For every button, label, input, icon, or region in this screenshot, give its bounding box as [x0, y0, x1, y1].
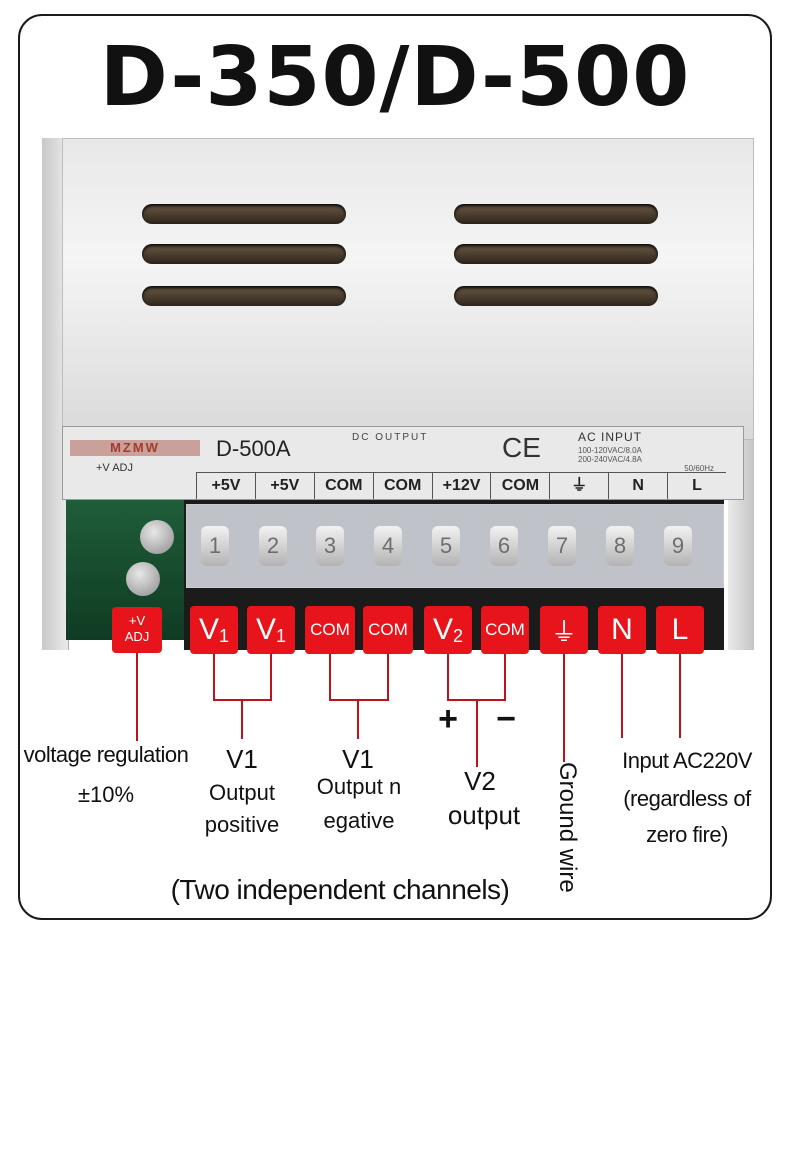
vent-slot: [142, 286, 346, 306]
tag-letter: V: [432, 613, 453, 646]
live-tag: L: [656, 606, 704, 654]
v2-title: V2: [464, 766, 496, 796]
ground-wire-label: Ground wire: [554, 762, 581, 893]
terminal-label: L: [667, 473, 726, 499]
v2-com-tag: COM: [481, 606, 529, 654]
ce-mark-icon: CE: [502, 432, 541, 463]
terminal-label: COM: [490, 473, 549, 499]
product-title: D-350/D-500: [99, 30, 691, 125]
ground-tag-icon: ⏚: [540, 606, 588, 654]
connector-line: [621, 654, 623, 738]
terminal-label: +5V: [254, 473, 314, 499]
tag-letter: V: [198, 613, 219, 646]
terminal-screw: 2: [259, 526, 287, 566]
channels-note: (Two independent channels): [170, 874, 510, 905]
plus-sign: +: [438, 700, 458, 738]
minus-sign: −: [496, 700, 516, 738]
connector-line: [679, 654, 681, 738]
v1-positive-line1: Output: [208, 780, 276, 805]
terminal-screw: 1: [201, 526, 229, 566]
brand-label: MZMW: [70, 440, 200, 456]
v1-com-tag-2: COM: [363, 606, 413, 654]
terminal-screw: 5: [432, 526, 460, 566]
terminal-screw: 7: [548, 526, 576, 566]
terminal-label: +5V: [196, 473, 255, 499]
connector-line: [270, 654, 272, 700]
capacitor-icon: [140, 520, 174, 554]
terminal-label: COM: [372, 473, 432, 499]
terminal-screw: 6: [490, 526, 518, 566]
voltage-regulation-label: voltage regulation: [23, 742, 189, 767]
v1-negative-line1: Output n: [316, 774, 402, 799]
terminal-screw: 9: [664, 526, 692, 566]
tag-letter: V: [255, 613, 276, 646]
connector-line: [476, 699, 478, 767]
terminal-screw: 4: [374, 526, 402, 566]
voltage-range-label: ±10%: [77, 782, 135, 807]
connector-line: [563, 654, 565, 762]
tag-subscript: 1: [276, 625, 287, 646]
vent-slot: [454, 244, 658, 264]
vadj-case-label: +V ADJ: [96, 462, 133, 474]
connector-line: [504, 654, 506, 700]
vent-slot: [454, 204, 658, 224]
vadj-tag: +V ADJ: [112, 607, 162, 653]
ac-spec-line: 50/60Hz: [684, 464, 714, 473]
ac-spec-line: 100-120VAC/8.0A: [578, 446, 642, 455]
ac-spec: 100-120VAC/8.0A 200-240VAC/4.8A 50/60Hz: [578, 446, 714, 473]
adjust-potentiometer-icon: [126, 562, 160, 596]
vadj-tag-bottom: ADJ: [124, 629, 150, 644]
connector-line: [447, 654, 449, 700]
input-label-line2: (regardless of: [623, 786, 751, 811]
terminal-label: N: [608, 473, 667, 499]
vadj-tag-top: +V: [128, 613, 146, 628]
input-label-line3: zero fire): [646, 822, 728, 847]
connector-line: [329, 699, 389, 701]
v1-negative-line2: egative: [323, 808, 395, 833]
spec-label: [62, 426, 744, 500]
connector-line: [329, 654, 331, 700]
vent-slot: [142, 244, 346, 264]
tag-subscript: 2: [453, 625, 464, 646]
v1-positive-title: V1: [226, 744, 258, 774]
ac-spec-line: 200-240VAC/4.8A: [578, 455, 642, 464]
connector-line: [213, 654, 215, 700]
input-label-line1: Input AC220V: [622, 748, 752, 773]
vent-slot: [142, 204, 346, 224]
connector-line: [387, 654, 389, 700]
terminal-screw: 3: [316, 526, 344, 566]
terminal-label: COM: [313, 473, 373, 499]
connector-line: [136, 653, 138, 741]
terminal-label: ⏚: [549, 473, 608, 499]
v2-output-label: output: [447, 800, 521, 830]
v1-negative-title: V1: [342, 744, 374, 774]
v1-com-tag-1: COM: [305, 606, 355, 654]
dc-output-label: DC OUTPUT: [352, 432, 429, 443]
vent-slot: [454, 286, 658, 306]
neutral-tag: N: [598, 606, 646, 654]
terminal-label: +12V: [431, 473, 491, 499]
connector-line: [241, 699, 243, 739]
tag-subscript: 1: [219, 625, 230, 646]
ac-input-label: AC INPUT: [578, 430, 643, 444]
v1-positive-line2: positive: [204, 812, 280, 837]
terminal-screw: 8: [606, 526, 634, 566]
connector-line: [357, 699, 359, 739]
terminal-label-row: +5V +5V COM COM +12V COM ⏚ N L: [196, 472, 726, 499]
model-label: D-500A: [216, 436, 291, 461]
